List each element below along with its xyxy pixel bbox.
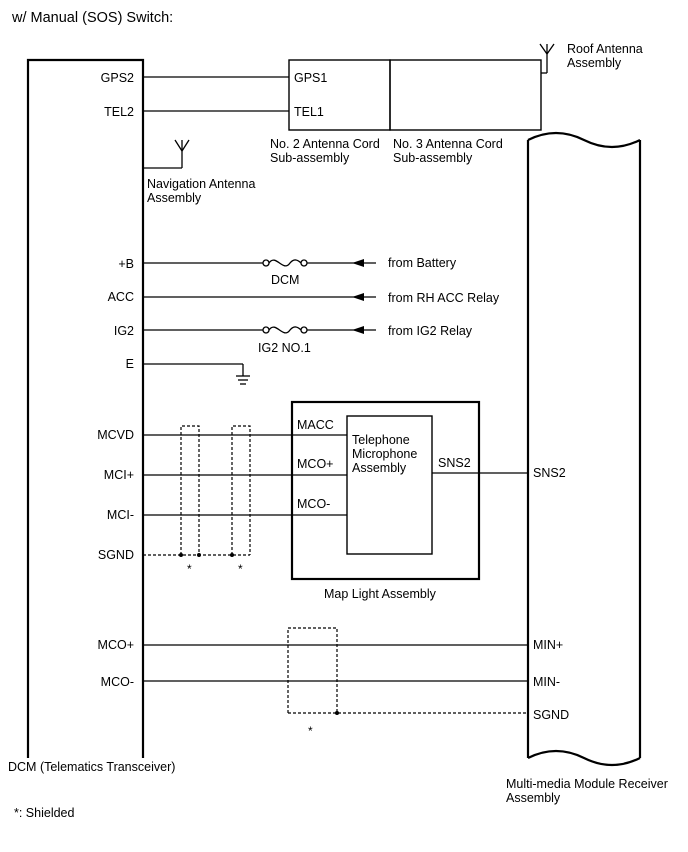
microphone-box <box>346 415 433 555</box>
antenna-cord-3-box <box>389 59 542 131</box>
map-light-pin-mco-minus: MCO- <box>297 497 330 511</box>
shield-junction <box>335 711 339 715</box>
shield-mark-2: * <box>238 562 243 576</box>
dcm-pin-mco-plus: MCO+ <box>98 638 134 652</box>
mic-label-2: Microphone <box>352 447 417 461</box>
arrow-b-icon <box>352 259 364 267</box>
mmr-label-2: Assembly <box>506 791 561 805</box>
map-light-pin-sns2: SNS2 <box>438 456 471 470</box>
shield-3 <box>287 627 528 714</box>
nav-antenna-label-2: Assembly <box>147 191 202 205</box>
fuse-dcm-label: DCM <box>271 273 299 287</box>
cord2-label-1: No. 2 Antenna Cord <box>270 137 380 151</box>
shield-junction <box>230 553 234 557</box>
dcm-pin-b: +B <box>118 257 134 271</box>
mmr-pin-min-minus: MIN- <box>533 675 560 689</box>
footnote: *: Shielded <box>14 806 75 820</box>
source-battery: from Battery <box>388 256 457 270</box>
shield-mark-3: * <box>308 724 313 738</box>
fuse-ig2-icon <box>262 326 308 334</box>
shield-junction <box>179 553 183 557</box>
map-light-pin-macc: MACC <box>297 418 334 432</box>
fuse-dcm-icon <box>262 259 308 267</box>
mmr-label-1: Multi-media Module Receiver <box>506 777 668 791</box>
source-acc-relay: from RH ACC Relay <box>388 291 500 305</box>
mmr-pin-sns2: SNS2 <box>533 466 566 480</box>
fuse-ig2-label: IG2 NO.1 <box>258 341 311 355</box>
mmr-connector-body <box>526 131 642 767</box>
cord3-label-1: No. 3 Antenna Cord <box>393 137 503 151</box>
shield-1 <box>180 425 200 555</box>
map-light-label: Map Light Assembly <box>324 587 437 601</box>
source-ig2-relay: from IG2 Relay <box>388 324 473 338</box>
dcm-pin-tel2: TEL2 <box>104 105 134 119</box>
cord2-pin-tel1: TEL1 <box>294 105 324 119</box>
roof-antenna-label-1: Roof Antenna <box>567 42 643 56</box>
map-light-pin-mco-plus: MCO+ <box>297 457 333 471</box>
dcm-pin-gps2: GPS2 <box>101 71 134 85</box>
navigation-antenna-icon <box>143 139 190 169</box>
dcm-pin-sgnd: SGND <box>98 548 134 562</box>
nav-antenna-label-1: Navigation Antenna <box>147 177 255 191</box>
mic-label-3: Assembly <box>352 461 407 475</box>
dcm-pin-e: E <box>126 357 134 371</box>
mic-label-1: Telephone <box>352 433 410 447</box>
dcm-pin-mci-minus: MCI- <box>107 508 134 522</box>
dcm-pin-ig2: IG2 <box>114 324 134 338</box>
dcm-connector-body <box>26 58 145 758</box>
dcm-pin-acc: ACC <box>108 290 134 304</box>
mmr-pin-sgnd: SGND <box>533 708 569 722</box>
cord2-label-2: Sub-assembly <box>270 151 350 165</box>
shield-2 <box>231 425 251 555</box>
shield-junction <box>197 553 201 557</box>
ground-icon <box>143 363 250 385</box>
shield-mark-1: * <box>187 562 192 576</box>
arrow-ig2-icon <box>352 326 364 334</box>
dcm-pin-mcvd: MCVD <box>97 428 134 442</box>
map-light-box <box>290 400 481 581</box>
dcm-pin-mco-minus: MCO- <box>101 675 134 689</box>
cord3-label-2: Sub-assembly <box>393 151 473 165</box>
cord2-pin-gps1: GPS1 <box>294 71 327 85</box>
dcm-label: DCM (Telematics Transceiver) <box>8 760 175 774</box>
roof-antenna-label-2: Assembly <box>567 56 622 70</box>
roof-antenna-icon <box>539 43 555 74</box>
diagram-title: w/ Manual (SOS) Switch: <box>11 10 173 26</box>
arrow-acc-icon <box>352 293 364 301</box>
mmr-pin-min-plus: MIN+ <box>533 638 563 652</box>
dcm-pin-mci-plus: MCI+ <box>104 468 134 482</box>
